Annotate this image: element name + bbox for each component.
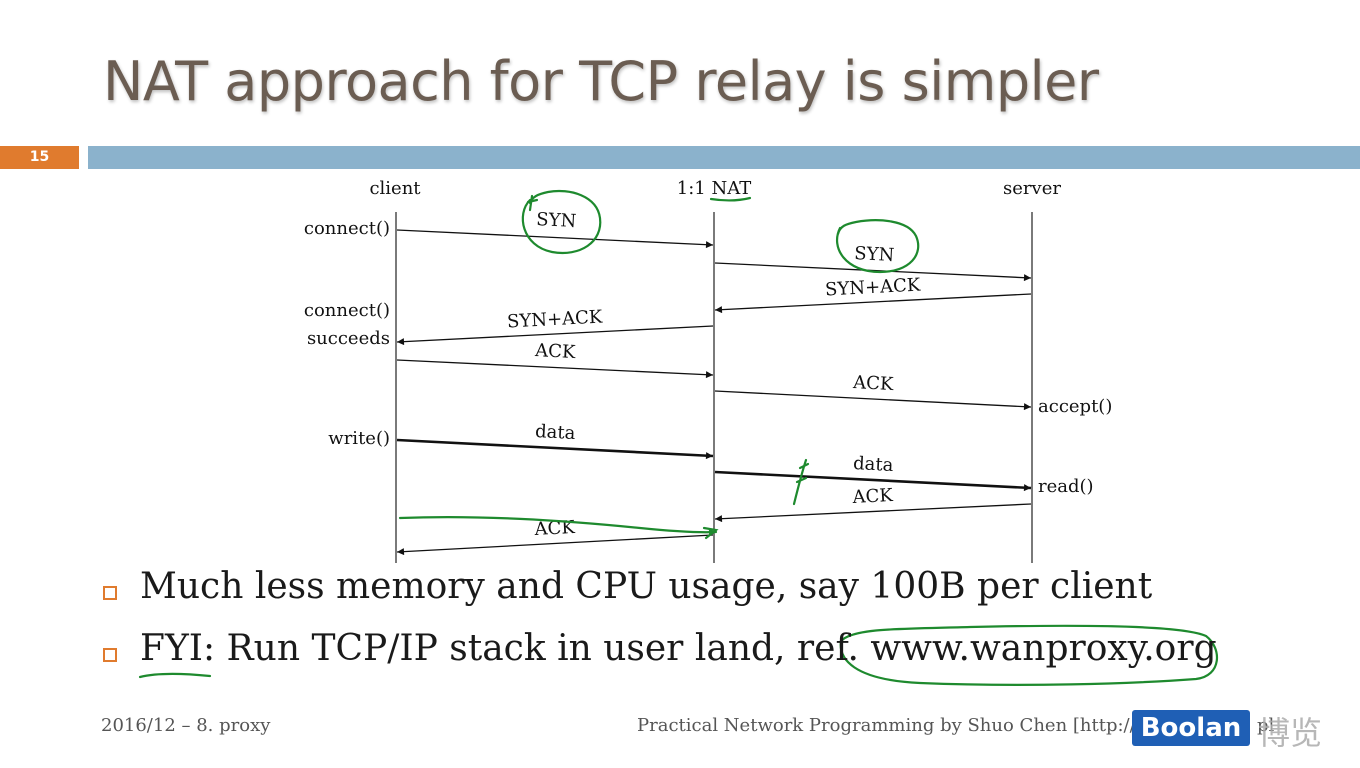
accept-call-label: accept() bbox=[1038, 396, 1112, 417]
annotation-strike-data bbox=[792, 458, 810, 506]
data-arrow-client-nat bbox=[396, 438, 714, 460]
footer-right: Practical Network Programming by Shuo Ch… bbox=[637, 715, 1274, 736]
ack-arrow-nat-client bbox=[396, 534, 714, 556]
annotation-arrow-marks bbox=[702, 526, 719, 540]
title-divider-bar bbox=[88, 146, 1360, 169]
data-arrow-nat-server bbox=[714, 470, 1032, 492]
server-header: server bbox=[1003, 178, 1061, 199]
ack-label-1: ACK bbox=[534, 340, 577, 363]
syn-label-2: SYN bbox=[854, 243, 895, 266]
synack-arrow-server-nat bbox=[714, 293, 1032, 314]
annotation-circle-url bbox=[839, 624, 1219, 686]
bullet-box-icon bbox=[103, 586, 117, 600]
syn-label-1: SYN bbox=[536, 209, 577, 232]
ack-arrow-nat-server bbox=[714, 390, 1032, 411]
nat-header: 1:1 NAT bbox=[677, 178, 751, 199]
watermark-cn-text: 博览 bbox=[1258, 714, 1323, 752]
write-call-label: write() bbox=[328, 428, 390, 449]
bullet-box-icon bbox=[103, 648, 117, 662]
annotation-circle-syn-1 bbox=[521, 190, 602, 255]
bullet-text: Much less memory and CPU usage, say 100B… bbox=[140, 566, 1153, 607]
footer-right-tail: pl bbox=[1257, 715, 1275, 736]
connect-call-label: connect() bbox=[304, 218, 390, 239]
synack-label-1: SYN+ACK bbox=[825, 275, 922, 301]
footer-left: 2016/12 – 8. proxy bbox=[101, 715, 271, 736]
boolan-watermark-logo: Boolan bbox=[1132, 710, 1250, 746]
ack-label-3: ACK bbox=[851, 485, 894, 508]
ack-arrow-client-nat bbox=[396, 359, 714, 379]
data-label-1: data bbox=[535, 421, 577, 444]
annotation-circle-syn-2 bbox=[835, 219, 920, 274]
bullet-text: FYI: Run TCP/IP stack in user land, ref.… bbox=[140, 628, 1217, 669]
synack-label-2: SYN+ACK bbox=[507, 307, 604, 333]
ack-arrow-server-nat bbox=[714, 503, 1032, 523]
slide-title: NAT approach for TCP relay is simpler bbox=[103, 50, 1099, 113]
syn-arrow-nat-server bbox=[714, 262, 1032, 282]
syn-arrow-client-nat bbox=[396, 229, 714, 249]
annotation-underline-fyi bbox=[138, 672, 212, 679]
annotation-tick-syn-1 bbox=[526, 194, 539, 212]
connect-succeeds-label-1: connect() bbox=[304, 300, 390, 321]
ack-label-2: ACK bbox=[852, 372, 895, 395]
data-label-2: data bbox=[853, 453, 895, 476]
annotation-underline-nat bbox=[709, 196, 752, 202]
client-header: client bbox=[369, 178, 421, 199]
synack-arrow-nat-client bbox=[396, 325, 714, 346]
connect-succeeds-label-2: succeeds bbox=[307, 328, 390, 349]
ack-label-4: ACK bbox=[533, 517, 576, 540]
annotation-extra-ack-arrow bbox=[398, 516, 718, 536]
slide-number: 15 bbox=[0, 146, 79, 169]
read-call-label: read() bbox=[1038, 476, 1094, 497]
footer-right-text: Practical Network Programming by Shuo Ch… bbox=[637, 715, 1158, 736]
